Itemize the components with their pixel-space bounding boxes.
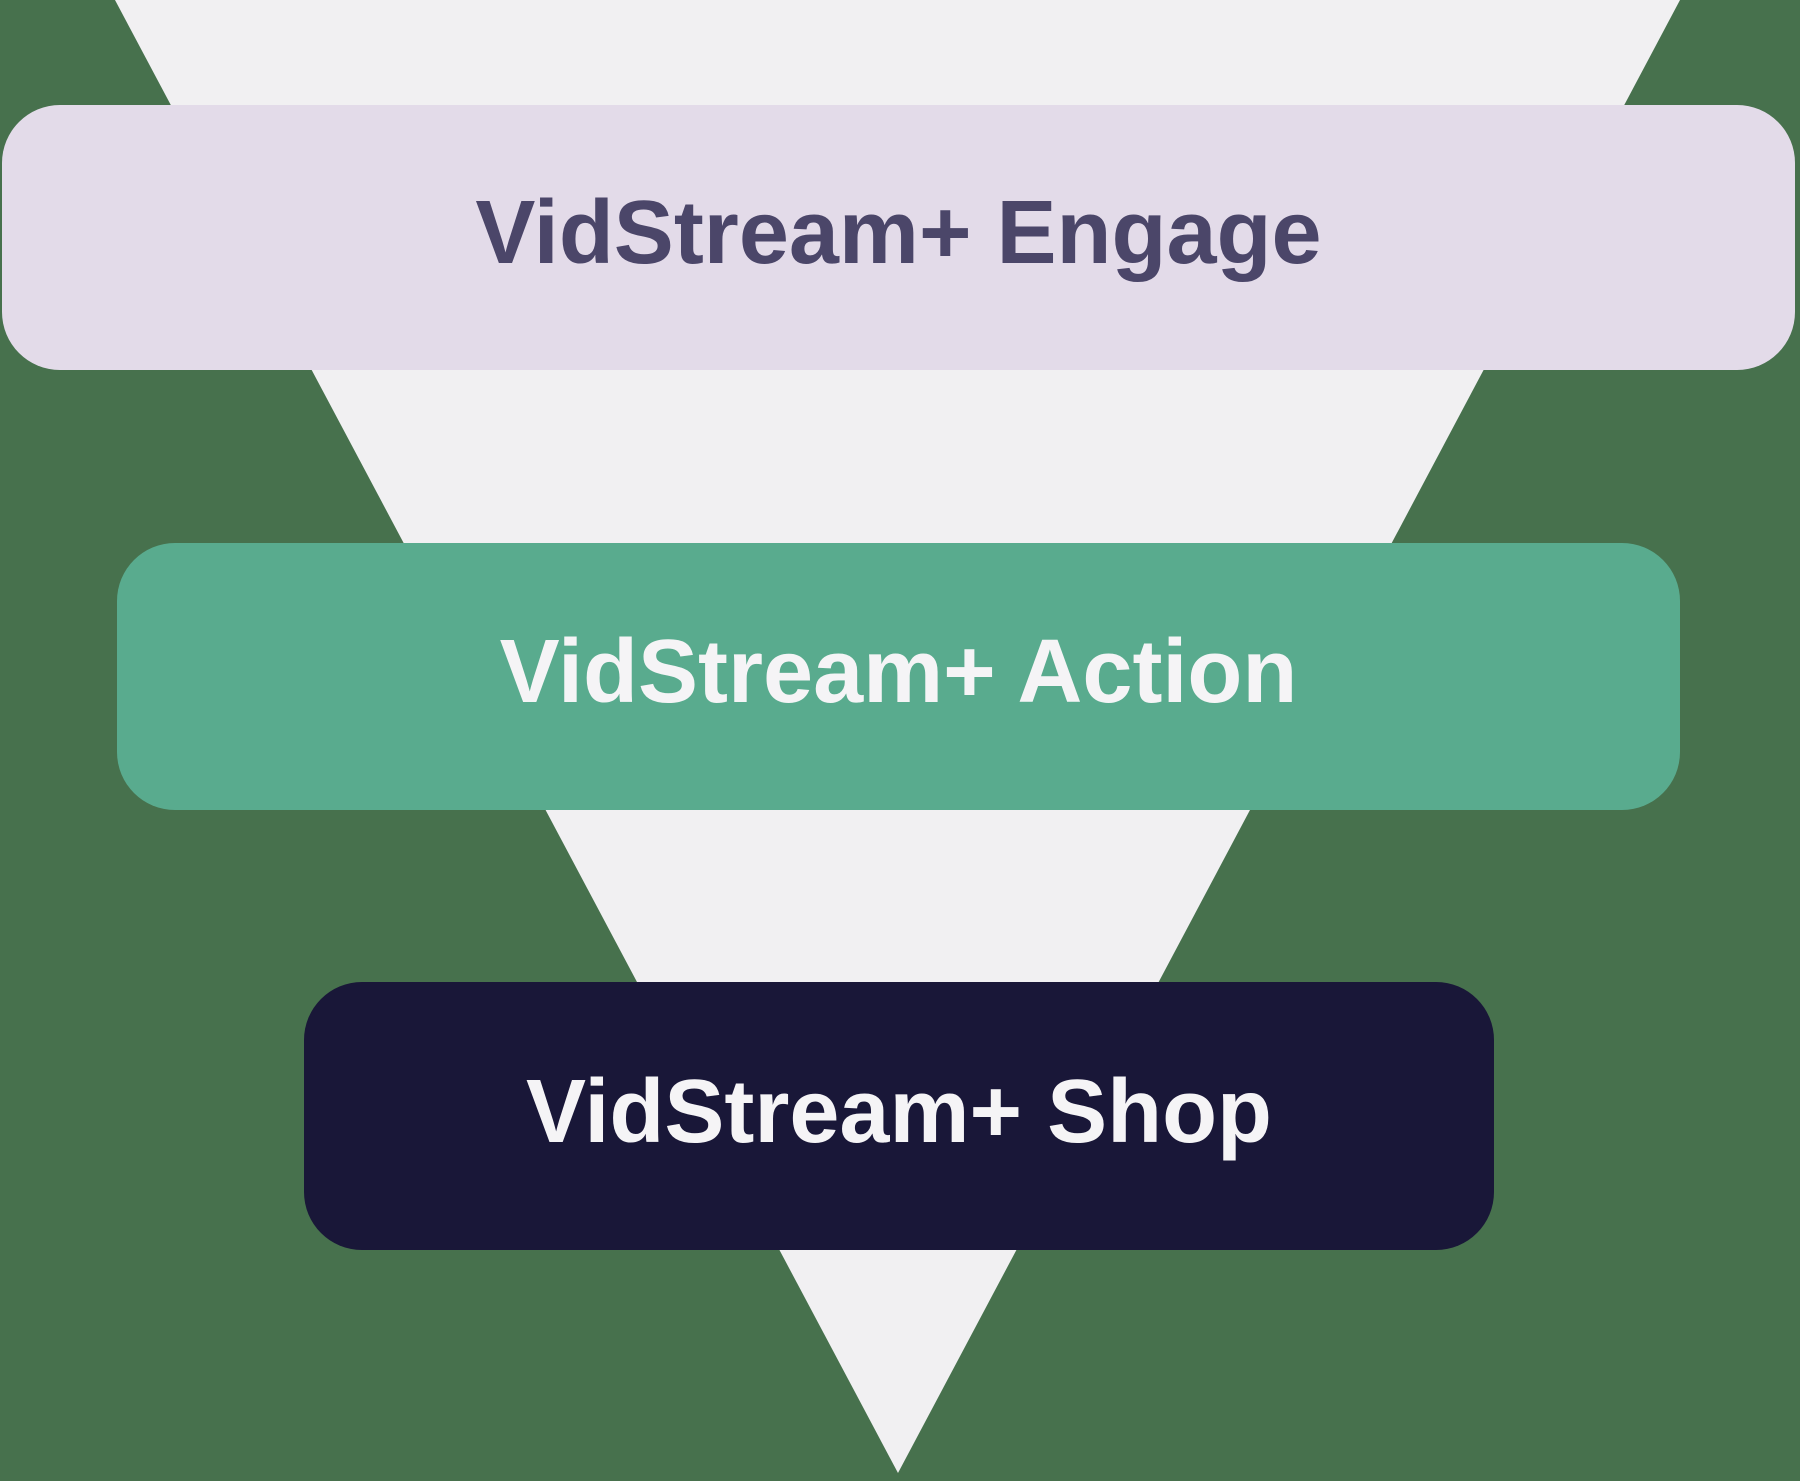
funnel-stage-engage: VidStream+ Engage — [2, 105, 1795, 370]
funnel-stage-shop: VidStream+ Shop — [304, 982, 1494, 1250]
funnel-stage-action-label: VidStream+ Action — [499, 622, 1298, 722]
funnel-stage-engage-label: VidStream+ Engage — [475, 183, 1322, 283]
funnel-stage-action: VidStream+ Action — [117, 543, 1680, 810]
funnel-stage-shop-label: VidStream+ Shop — [525, 1061, 1273, 1162]
